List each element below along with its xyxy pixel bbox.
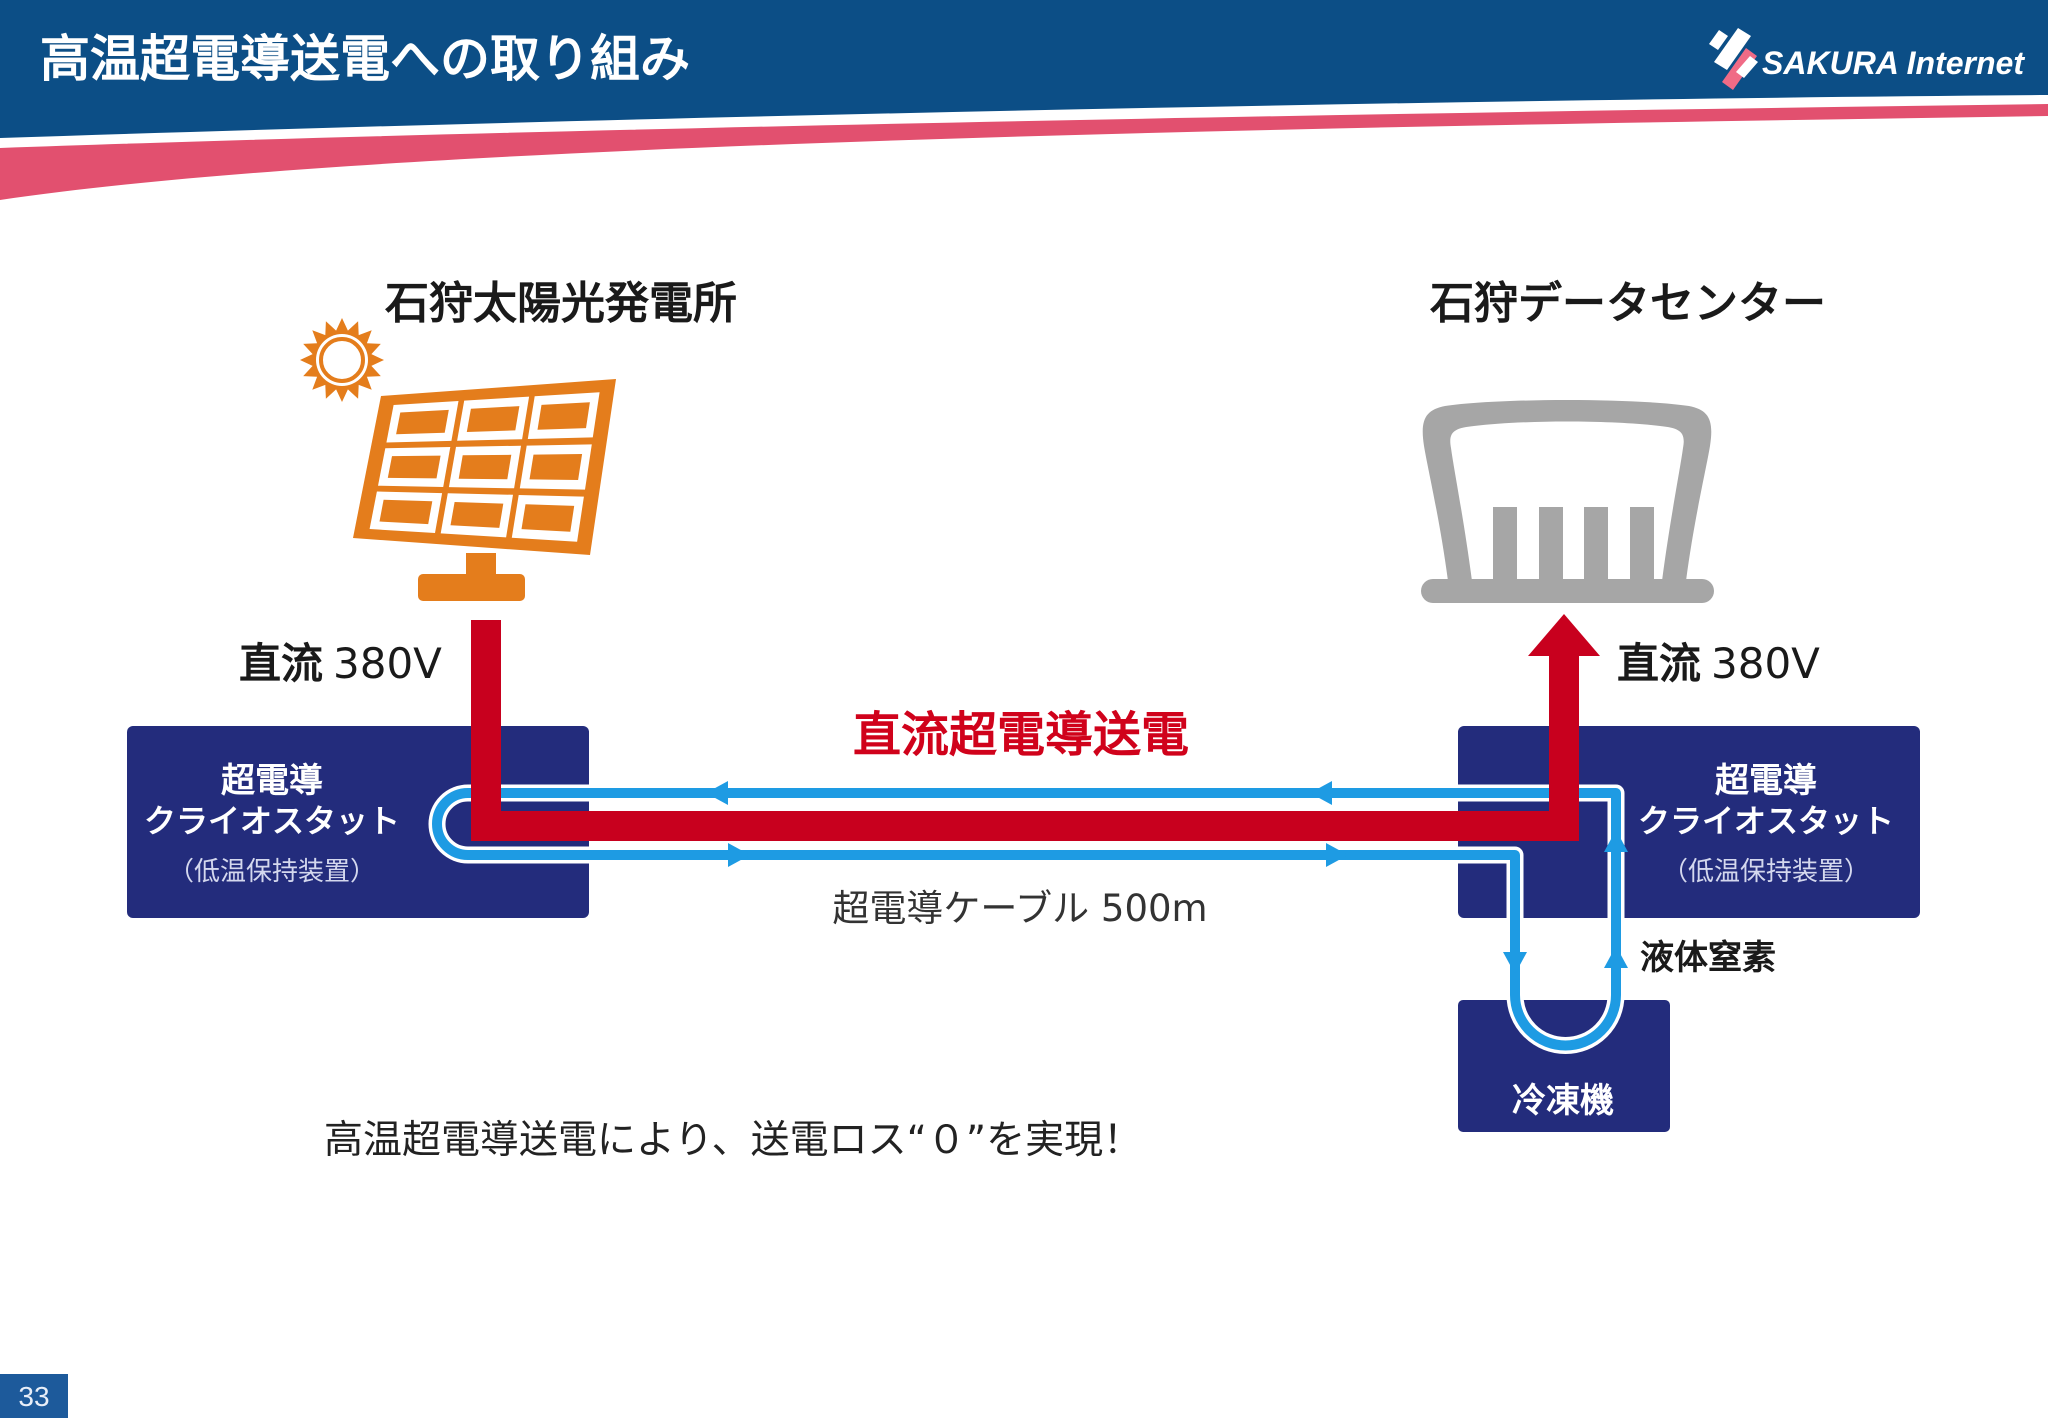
cryostat-left-note: （低温保持装置） xyxy=(168,857,376,887)
data-center-icon xyxy=(1421,400,1714,603)
page-number-box xyxy=(0,1374,68,1418)
output-current-type: 直流 xyxy=(239,639,323,688)
logo-text: SAKURA Internet xyxy=(1762,45,2025,81)
flow-arrow-right xyxy=(728,843,750,867)
solar-cell xyxy=(466,406,520,432)
power-line xyxy=(471,614,1600,841)
refrigerator-label: 冷凍機 xyxy=(1512,1081,1614,1121)
flow-arrow-up xyxy=(1604,946,1628,968)
sun-icon xyxy=(300,318,384,402)
sun-ring xyxy=(319,337,365,383)
cryostat-right-note: （低温保持装置） xyxy=(1662,857,1870,887)
cryostat-right-name: クライオスタット xyxy=(1638,802,1894,840)
data-center-base xyxy=(1421,579,1714,603)
coolant-pipe xyxy=(432,788,1621,1051)
flow-arrow-down xyxy=(1503,952,1527,974)
data-center-rack xyxy=(1539,507,1563,583)
solar-cell xyxy=(387,455,441,479)
data-center-rack xyxy=(1493,507,1517,583)
solar-cell xyxy=(458,454,512,480)
power-plant-label: 石狩太陽光発電所 xyxy=(385,278,737,329)
cryostat-right-title: 超電導 xyxy=(1715,761,1817,801)
slide-title: 高温超電導送電への取り組み xyxy=(40,30,690,88)
page-number: 33 xyxy=(18,1381,49,1412)
data-center-rack xyxy=(1630,507,1654,583)
solar-cell xyxy=(450,502,504,528)
power-line-arrowhead xyxy=(1528,614,1600,656)
flow-arrow-up xyxy=(1604,830,1628,852)
output-current-voltage: 380V xyxy=(333,639,442,688)
solar-cell xyxy=(396,409,449,435)
solar-panel-icon xyxy=(353,379,616,601)
page-number-badge: 33 xyxy=(0,1374,68,1418)
data-center-roof xyxy=(1422,400,1712,581)
solar-cell xyxy=(537,402,590,430)
flow-arrow-left xyxy=(1310,781,1332,805)
header-swoosh xyxy=(0,104,2048,200)
flow-arrow-right xyxy=(1326,843,1348,867)
cable-label: 超電導ケーブル 500m xyxy=(832,887,1207,930)
solar-panel-base xyxy=(418,574,525,601)
sakura-logo-icon xyxy=(1709,28,1758,90)
company-logo: SAKURA Internet xyxy=(1709,28,2025,90)
refrigerator-box xyxy=(1458,1000,1670,1132)
power-line-path xyxy=(471,620,1579,841)
solar-cell xyxy=(379,499,433,525)
input-current-type: 直流 xyxy=(1617,639,1701,688)
cryostat-left-name: クライオスタット xyxy=(144,802,400,840)
input-current-voltage: 380V xyxy=(1711,639,1820,688)
header-band xyxy=(0,0,2048,138)
solar-cell xyxy=(529,454,583,480)
slide-header: 高温超電導送電への取り組み SAKURA Internet xyxy=(0,0,2048,200)
sun-core xyxy=(316,334,368,386)
cryostat-left-title: 超電導 xyxy=(221,761,323,801)
solar-panel-cells xyxy=(369,392,600,542)
flow-arrow-left xyxy=(706,781,728,805)
data-center-label: 石狩データセンター xyxy=(1430,278,1826,329)
coolant-loop xyxy=(428,781,1628,1054)
solar-cell xyxy=(521,504,575,532)
data-center-rack xyxy=(1584,507,1608,583)
solar-panel-post xyxy=(466,553,496,577)
coolant-label: 液体窒素 xyxy=(1640,938,1776,978)
slide-caption: 高温超電導送電により、送電ロス“０”を実現！ xyxy=(324,1118,1142,1163)
transmission-label: 直流超電導送電 xyxy=(853,707,1189,763)
